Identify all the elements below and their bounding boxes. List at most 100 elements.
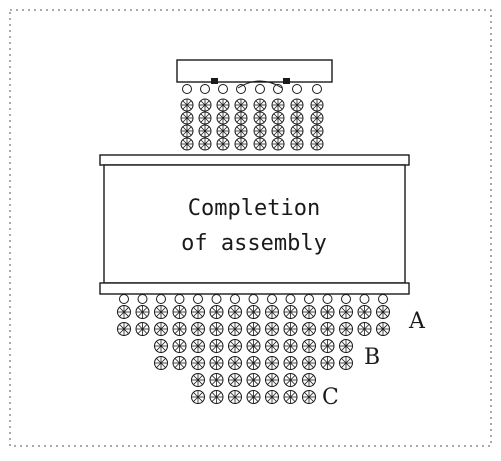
- crystal-bead: [228, 305, 242, 319]
- crystal-bead: [283, 322, 298, 336]
- crystal-bead: [209, 305, 224, 319]
- crystal-bead: [339, 305, 353, 319]
- crystal-bead: [209, 356, 224, 370]
- lower-strand: [357, 294, 372, 336]
- upper-strand: [180, 84, 194, 151]
- crystal-bead: [180, 98, 194, 112]
- crystal-bead: [191, 390, 205, 404]
- crystal-bead: [265, 339, 279, 353]
- strand-hook: [322, 294, 333, 304]
- crystal-bead: [234, 137, 248, 151]
- strand-hook: [193, 294, 203, 304]
- tier-label-c: C: [322, 385, 339, 410]
- crystal-bead: [180, 137, 194, 151]
- upper-strand: [271, 84, 285, 151]
- crystal-bead: [302, 339, 316, 353]
- crystal-bead: [265, 390, 279, 404]
- strand-hook: [211, 294, 222, 304]
- dotted-frame: [9, 9, 492, 447]
- crystal-bead: [172, 322, 187, 336]
- crystal-bead: [216, 137, 230, 151]
- lower-strand: [172, 294, 187, 370]
- crystal-bead: [154, 339, 168, 353]
- strand-hook: [156, 294, 166, 304]
- upper-strand: [290, 84, 304, 151]
- crystal-bead: [271, 111, 285, 125]
- plate-fitting: [283, 78, 290, 84]
- crystal-bead: [154, 322, 168, 336]
- strand-hook: [341, 294, 351, 304]
- crystal-bead: [290, 124, 304, 138]
- strand-hook: [267, 294, 277, 304]
- lower-strand: [228, 294, 242, 404]
- crystal-bead: [339, 322, 353, 336]
- strand-hook: [182, 84, 192, 94]
- crystal-bead: [302, 390, 316, 404]
- shade-bottom-ring: [99, 282, 410, 295]
- strand-hook: [218, 84, 228, 94]
- crystal-bead: [209, 390, 224, 404]
- upper-strand: [234, 84, 248, 151]
- strand-hook: [174, 294, 185, 304]
- strand-hook: [378, 294, 388, 304]
- crystal-bead: [198, 111, 212, 125]
- lower-strand: [135, 294, 150, 336]
- lower-strand: [265, 294, 279, 404]
- crystal-bead: [228, 373, 242, 387]
- crystal-bead: [135, 322, 150, 336]
- crystal-bead: [283, 390, 298, 404]
- strand-hook: [137, 294, 148, 304]
- tier-label-b: B: [364, 345, 380, 370]
- plate-fittings: [211, 78, 290, 89]
- crystal-bead: [271, 98, 285, 112]
- plate-wire: [237, 80, 283, 89]
- upper-crystal-strands: [180, 84, 324, 151]
- crystal-bead: [216, 98, 230, 112]
- crystal-bead: [180, 111, 194, 125]
- strand-hook: [230, 294, 240, 304]
- crystal-bead: [246, 356, 261, 370]
- crystal-bead: [357, 322, 372, 336]
- strand-hook: [200, 84, 210, 94]
- crystal-bead: [117, 322, 131, 336]
- crystal-bead: [246, 322, 261, 336]
- crystal-bead: [320, 339, 335, 353]
- crystal-bead: [228, 322, 242, 336]
- crystal-bead: [246, 373, 261, 387]
- crystal-bead: [228, 339, 242, 353]
- crystal-bead: [320, 356, 335, 370]
- crystal-bead: [198, 137, 212, 151]
- crystal-bead: [246, 305, 261, 319]
- strand-hook: [255, 84, 265, 94]
- lower-strand: [154, 294, 168, 370]
- crystal-bead: [209, 322, 224, 336]
- lower-strand: [191, 294, 205, 404]
- crystal-bead: [198, 98, 212, 112]
- lower-strand: [376, 294, 390, 336]
- crystal-bead: [265, 373, 279, 387]
- crystal-bead: [310, 111, 324, 125]
- crystal-bead: [191, 322, 205, 336]
- crystal-bead: [209, 373, 224, 387]
- crystal-bead: [198, 124, 212, 138]
- crystal-bead: [117, 305, 131, 319]
- tier-label-a: A: [408, 309, 426, 334]
- crystal-bead: [357, 305, 372, 319]
- crystal-bead: [216, 111, 230, 125]
- crystal-bead: [253, 124, 267, 138]
- lower-strand: [302, 294, 316, 404]
- lower-strand: [283, 294, 298, 404]
- crystal-bead: [310, 137, 324, 151]
- strand-hook: [248, 294, 259, 304]
- crystal-bead: [172, 339, 187, 353]
- crystal-bead: [290, 137, 304, 151]
- crystal-bead: [265, 305, 279, 319]
- crystal-bead: [376, 305, 390, 319]
- crystal-bead: [172, 356, 187, 370]
- strand-hook: [119, 294, 129, 304]
- crystal-bead: [172, 305, 187, 319]
- crystal-bead: [191, 305, 205, 319]
- lower-strand: [246, 294, 261, 404]
- crystal-bead: [154, 305, 168, 319]
